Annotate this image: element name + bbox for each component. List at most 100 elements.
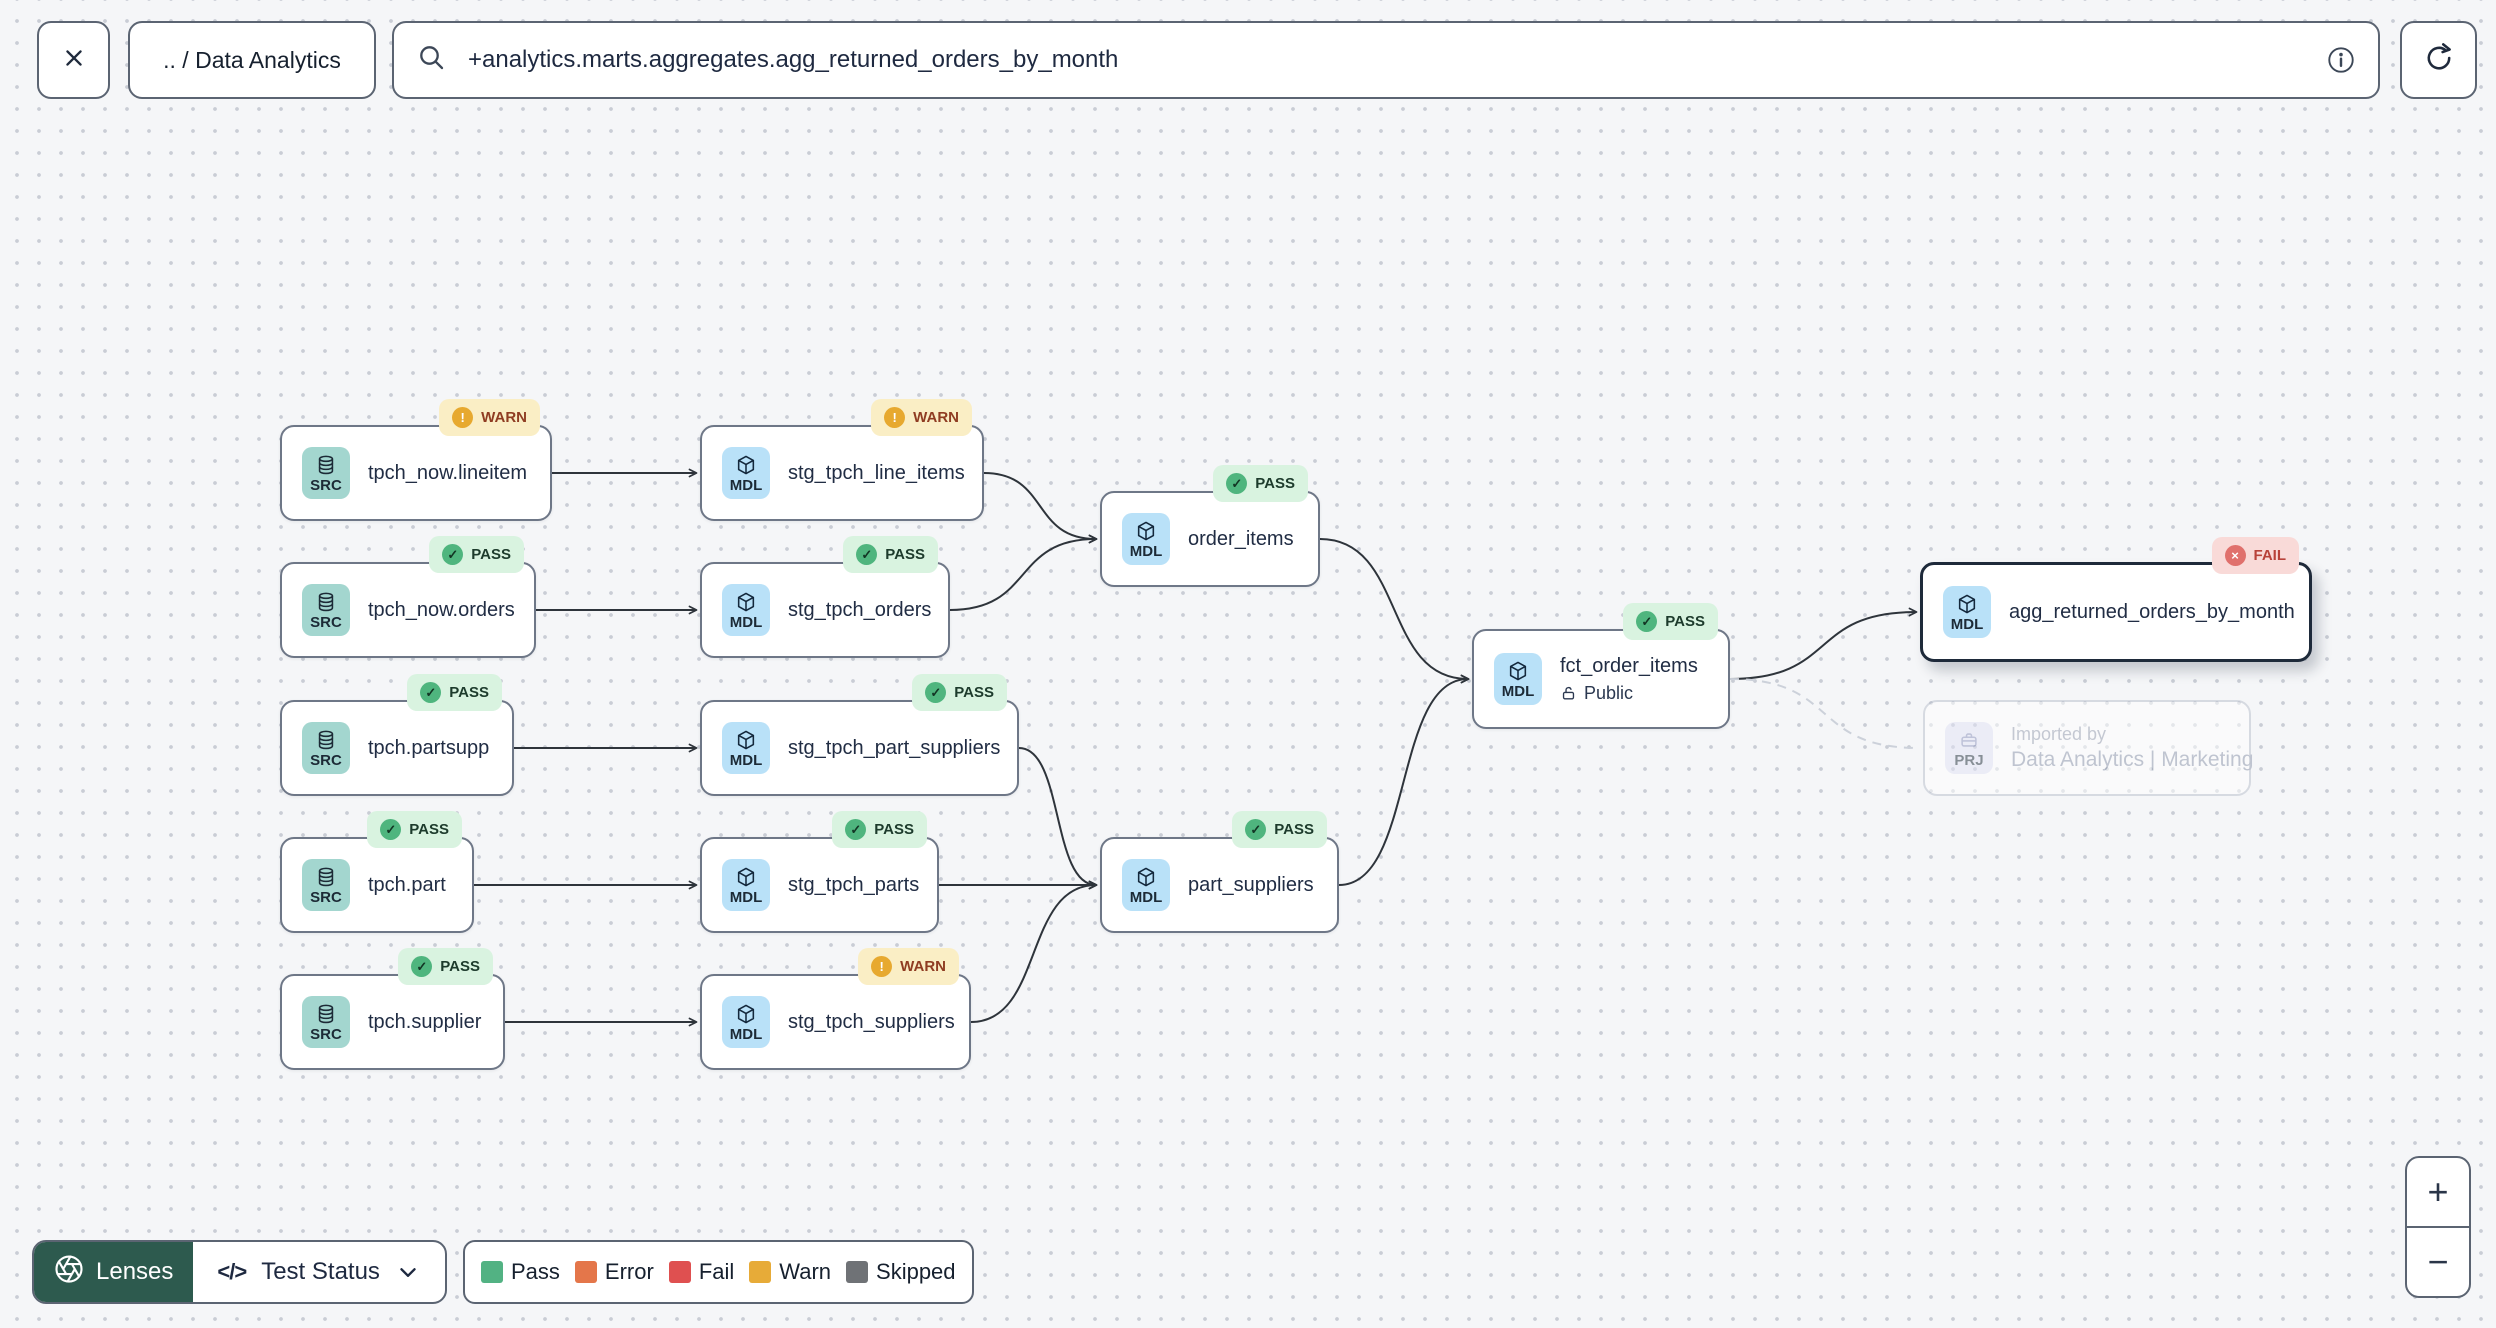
lens-selector[interactable]: </> Test Status [193,1242,445,1302]
chevron-down-icon [395,1259,421,1285]
lenses-button[interactable]: Lenses [34,1242,194,1302]
zoom-controls: + − [2405,1156,2471,1298]
node-label: Data Analytics | Marketing [2011,748,2254,771]
mdl-type-chip: MDL [1122,859,1170,911]
package-icon [1507,660,1529,682]
status-badge-pass: ✓PASS [843,536,938,573]
node-label: stg_tpch_line_items [788,461,965,484]
graph-node-stg_tpch_suppliers[interactable]: !WARN MDL stg_tpch_suppliers [700,948,971,1070]
legend-label: Error [604,1259,654,1284]
node-label: part_suppliers [1188,873,1314,896]
database-icon [315,591,337,613]
status-dot-icon: ✓ [1245,819,1267,840]
package-icon [735,729,757,751]
status-badge-pass: ✓PASS [912,674,1007,711]
legend-label: Warn [779,1259,832,1284]
mdl-type-chip: MDL [722,996,770,1048]
status-dot-icon: ✓ [442,544,464,565]
status-badge-pass: ✓PASS [429,536,524,573]
edge-stg_tpch_part_suppliers-part_suppliers [1018,747,1098,890]
close-icon [59,43,89,78]
status-dot-icon: ! [884,407,906,428]
info-icon[interactable] [2326,45,2356,75]
src-type-chip: SRC [302,447,350,499]
node-label: agg_returned_orders_by_month [2009,600,2295,623]
status-dot-icon: ✓ [856,544,878,565]
aperture-icon [54,1254,84,1291]
search-bar[interactable] [392,21,2380,99]
breadcrumb-label: .. / Data Analytics [163,46,341,73]
legend-swatch [668,1261,691,1283]
edge-fct_order_items-agg_returned_orders_by_month [1729,607,1918,680]
chip-label: MDL [1129,542,1163,560]
status-badge-fail: ×FAIL [2211,537,2299,574]
legend-item-error: Error [574,1259,654,1285]
status-dot-icon: ✓ [845,819,867,840]
node-label: tpch.partsupp [368,736,490,759]
package-icon [1135,520,1157,542]
edge-stg_tpch_suppliers-part_suppliers [970,880,1098,1023]
node-label: order_items [1188,527,1294,550]
graph-node-tpch_partsupp[interactable]: ✓PASS SRC tpch.partsupp [280,674,514,796]
code-icon: </> [217,1259,247,1284]
chip-label: SRC [310,888,342,906]
node-label: fct_order_items [1560,654,1698,677]
chip-label: MDL [729,888,763,906]
search-input[interactable] [466,45,2308,75]
node-label: stg_tpch_suppliers [788,1010,955,1033]
legend-swatch [846,1261,869,1283]
status-dot-icon: ! [871,956,893,977]
package-icon [1956,593,1978,615]
chip-label: PRJ [1954,751,1984,769]
legend-label: Skipped [876,1259,956,1284]
lens-selector-label: Test Status [261,1258,380,1285]
mdl-type-chip: MDL [722,447,770,499]
legend-swatch [749,1261,772,1283]
status-dot-icon: × [2224,545,2246,566]
lock-open-icon [1560,685,1577,702]
chip-label: SRC [310,751,342,769]
chip-label: SRC [310,476,342,494]
legend-label: Pass [511,1259,560,1284]
src-type-chip: SRC [302,859,350,911]
status-dot-icon: ✓ [925,682,947,703]
status-badge-pass: ✓PASS [407,674,502,711]
lenses-toolbar: Lenses </> Test Status [32,1240,447,1304]
zoom-out-button[interactable]: − [2407,1226,2469,1296]
legend-item-fail: Fail [668,1259,734,1285]
close-button[interactable] [37,21,110,99]
legend-item-pass: Pass [481,1259,560,1285]
status-badge-warn: !WARN [858,948,959,985]
mdl-type-chip: MDL [1494,653,1542,705]
database-icon [315,866,337,888]
chip-label: SRC [310,1025,342,1043]
src-type-chip: SRC [302,722,350,774]
status-dot-icon: ✓ [1636,611,1658,632]
status-badge-pass: ✓PASS [832,811,927,848]
status-dot-icon: ! [452,407,474,428]
zoom-in-button[interactable]: + [2427,1171,2449,1212]
breadcrumb[interactable]: .. / Data Analytics [128,21,376,99]
chip-label: MDL [1129,888,1163,906]
prj-type-chip: PRJ [1945,722,1993,774]
mdl-type-chip: MDL [1122,513,1170,565]
package-icon [735,591,757,613]
refresh-button[interactable] [2400,21,2477,99]
chip-label: MDL [729,751,763,769]
edge-fct_order_items-imported_by_marketing [1729,678,1920,749]
